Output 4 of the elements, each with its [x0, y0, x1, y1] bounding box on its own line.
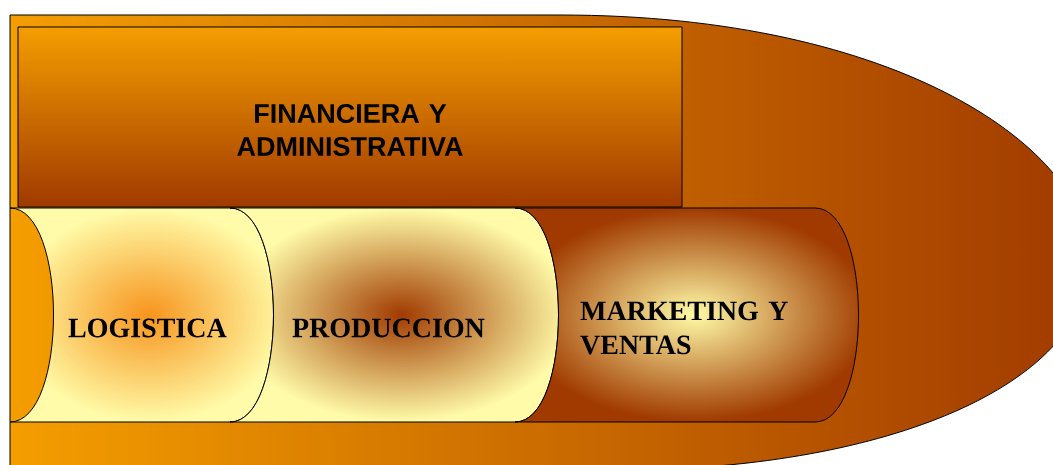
chain-segment: MARKETING Y VENTAS	[514, 207, 859, 423]
chain-segment: PRODUCCION	[229, 207, 559, 423]
area-box: FINANCIERA Y ADMINISTRATIVA	[17, 26, 683, 208]
chain-segment: LOGISTICA	[9, 207, 274, 423]
